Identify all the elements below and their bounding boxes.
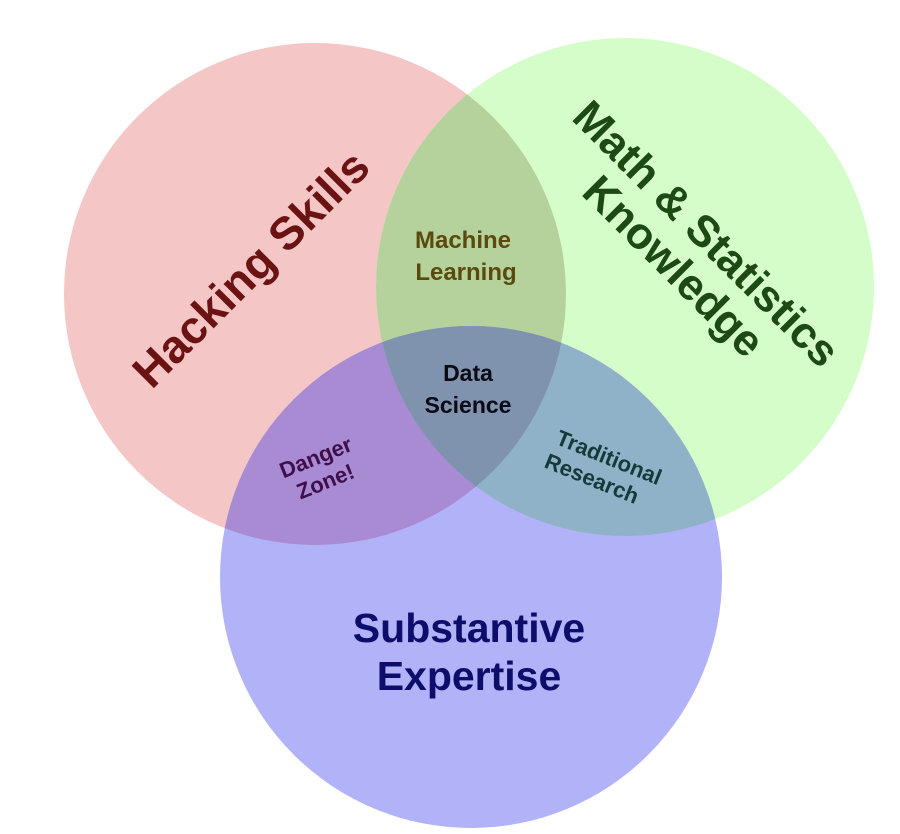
svg-text:Data: Data [443, 360, 493, 386]
svg-text:Machine: Machine [415, 227, 511, 254]
danger-zone-region [220, 326, 566, 545]
machine-learning-label: Machine Learning [415, 227, 517, 286]
svg-text:Learning: Learning [415, 259, 516, 286]
svg-text:Substantive: Substantive [353, 605, 585, 651]
traditional-research-region [376, 326, 722, 536]
svg-text:Science: Science [425, 392, 512, 418]
data-science-label: Data Science [425, 360, 512, 418]
svg-text:Expertise: Expertise [377, 653, 562, 699]
substantive-expertise-label: Substantive Expertise [353, 605, 585, 699]
